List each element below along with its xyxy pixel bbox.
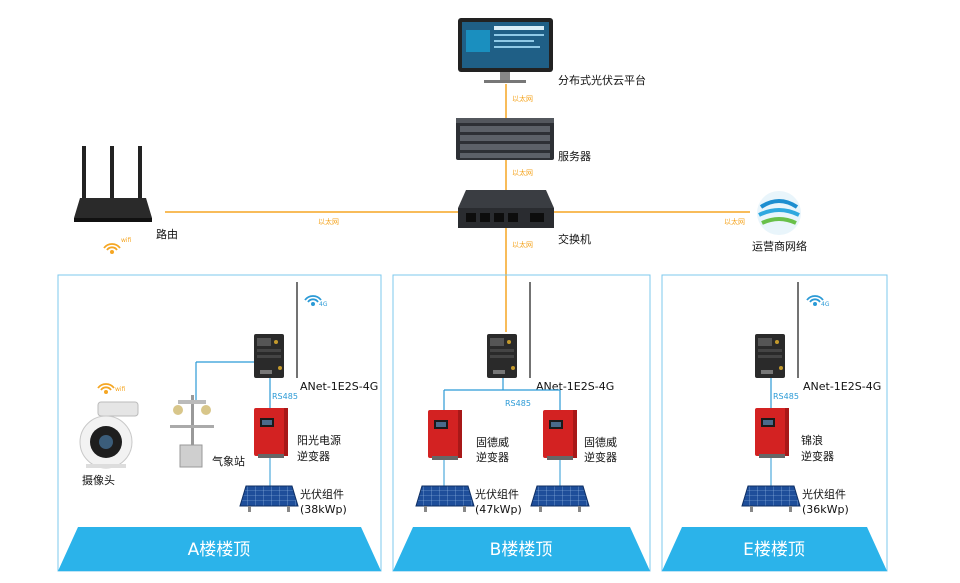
zone-e-inverter-line1: 锦浪 (801, 433, 823, 447)
zone-b-inverter-1-icon (428, 410, 462, 460)
roof-e-label: E楼楼顶 (743, 540, 805, 560)
camera-label: 摄像头 (82, 473, 115, 487)
router-label: 路由 (156, 227, 178, 241)
zone-a-rs485: RS485 (272, 392, 298, 401)
router-wifi-icon (103, 243, 121, 255)
zone-b-rs485: RS485 (505, 399, 531, 408)
zone-a-inverter-line2: 逆变器 (297, 449, 330, 463)
carrier-network-label: 运营商网络 (752, 239, 807, 253)
eth-label-1: 以太网 (512, 94, 533, 103)
zone-b-pv-line2: (47kWp) (475, 503, 522, 516)
cloud-platform-monitor (458, 18, 553, 83)
zone-b-inverter-1-line2: 逆变器 (476, 450, 509, 464)
roof-e-bar (662, 527, 887, 571)
zone-e-inverter-line2: 逆变器 (801, 449, 834, 463)
cloud-platform-label: 分布式光伏云平台 (558, 73, 646, 87)
roof-b-label: B楼楼顶 (490, 540, 553, 560)
zone-a-gateway-label: ANet-1E2S-4G (300, 380, 378, 393)
zone-e-pv-panel-icon (741, 485, 801, 513)
switch-label: 交换机 (558, 232, 591, 246)
carrier-network-logo (757, 191, 801, 235)
zone-a-inverter-line1: 阳光电源 (297, 433, 341, 447)
zone-b-gateway-label: ANet-1E2S-4G (536, 380, 614, 393)
camera-icon (79, 401, 139, 469)
zone-e-pv-line1: 光伏组件 (802, 487, 846, 501)
roof-a-bar (58, 527, 381, 571)
eth-label-3: 以太网 (318, 217, 339, 226)
zone-b-pv-panel-1-icon (415, 485, 475, 513)
zone-b-pv-line1: 光伏组件 (475, 487, 519, 501)
zone-b-inverter-2-line1: 固德威 (584, 435, 617, 449)
zone-a-pv-panel-icon (239, 485, 299, 513)
router-wifi-label: wifi (121, 237, 132, 244)
eth-label-4: 以太网 (724, 217, 745, 226)
roof-a-label: A楼楼顶 (188, 540, 251, 560)
zone-e-gateway-icon (755, 334, 785, 378)
zone-a-4g-label: 4G (319, 301, 328, 308)
zone-b-inverter-2-icon (543, 410, 577, 460)
zone-a-pv-line2: (38kWp) (300, 503, 347, 516)
zone-b-gateway-icon (487, 334, 517, 378)
server-label: 服务器 (558, 150, 591, 163)
zone-e-inverter-icon (755, 408, 789, 458)
zone-e-rs485: RS485 (773, 392, 799, 401)
weather-station-label: 气象站 (212, 454, 245, 468)
router-icon (74, 146, 152, 222)
zone-b-inverter-2-line2: 逆变器 (584, 450, 617, 464)
zone-a-inverter-icon (254, 408, 288, 458)
zone-a-gateway-icon (254, 334, 284, 378)
roof-b-bar (393, 527, 650, 571)
weather-station-icon (170, 395, 214, 468)
camera-wifi-icon (97, 383, 115, 395)
zone-e-pv-line2: (36kWp) (802, 503, 849, 516)
eth-label-5: 以太网 (512, 240, 533, 249)
server-icon (456, 118, 554, 160)
zone-e-gateway-label: ANet-1E2S-4G (803, 380, 881, 393)
switch-icon (458, 190, 554, 228)
zone-b-pv-panel-2-icon (530, 485, 590, 513)
camera-wifi-label: wifi (115, 386, 126, 393)
eth-label-2: 以太网 (512, 168, 533, 177)
zone-b-inverter-1-line1: 固德威 (476, 435, 509, 449)
zone-e-4g-label: 4G (821, 301, 830, 308)
zone-a-pv-line1: 光伏组件 (300, 487, 344, 501)
